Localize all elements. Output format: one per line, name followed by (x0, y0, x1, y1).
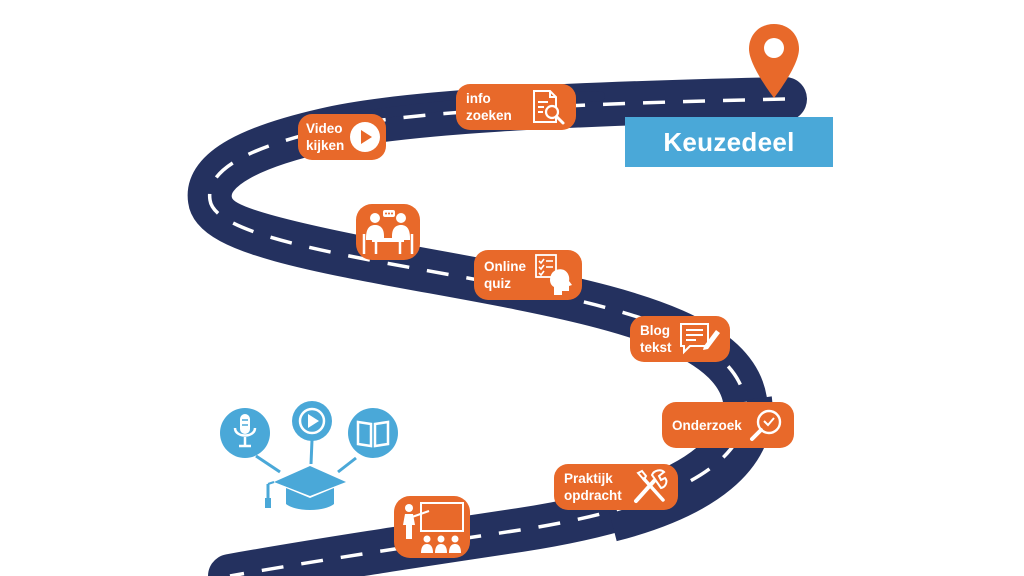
document-search-icon (533, 90, 565, 125)
tools-icon (634, 469, 668, 503)
step-label: Onderzoek (672, 417, 742, 433)
magnifier-icon (750, 409, 782, 441)
graduation-cap-icon (265, 466, 346, 510)
step-presentatie (394, 496, 470, 558)
step-label: Video (306, 121, 343, 136)
step-praktijk-opdracht: Praktijk opdracht (554, 464, 678, 510)
meeting-people-icon (362, 210, 414, 254)
step-label: kijken (306, 138, 345, 153)
step-label: quiz (484, 276, 511, 291)
learning-cluster (220, 401, 398, 510)
step-label: Praktijk (564, 471, 613, 486)
classroom-presentation-icon (403, 502, 464, 553)
step-label: zoeken (466, 108, 512, 123)
step-onderzoek: Onderzoek (662, 402, 794, 448)
connector-lines (255, 439, 357, 474)
step-label: opdracht (564, 488, 622, 503)
step-label: Blog (640, 323, 670, 338)
play-icon (350, 122, 380, 152)
map-pin-icon (749, 24, 799, 98)
step-label: info (466, 91, 491, 106)
checklist-head-icon (535, 254, 572, 295)
step-label: tekst (640, 340, 672, 355)
step-blog-tekst: Blog tekst (630, 316, 730, 362)
destination-label: Keuzedeel (625, 117, 833, 167)
step-info-zoeken: info zoeken (456, 84, 576, 130)
microphone-icon (220, 408, 270, 458)
step-video-kijken: Video kijken (298, 114, 386, 160)
play-icon (292, 401, 332, 441)
step-online-quiz: Online quiz (474, 250, 582, 300)
step-samenwerken (356, 204, 420, 260)
writing-note-icon (680, 323, 720, 355)
step-label: Online (484, 259, 527, 274)
open-book-icon (348, 408, 398, 458)
